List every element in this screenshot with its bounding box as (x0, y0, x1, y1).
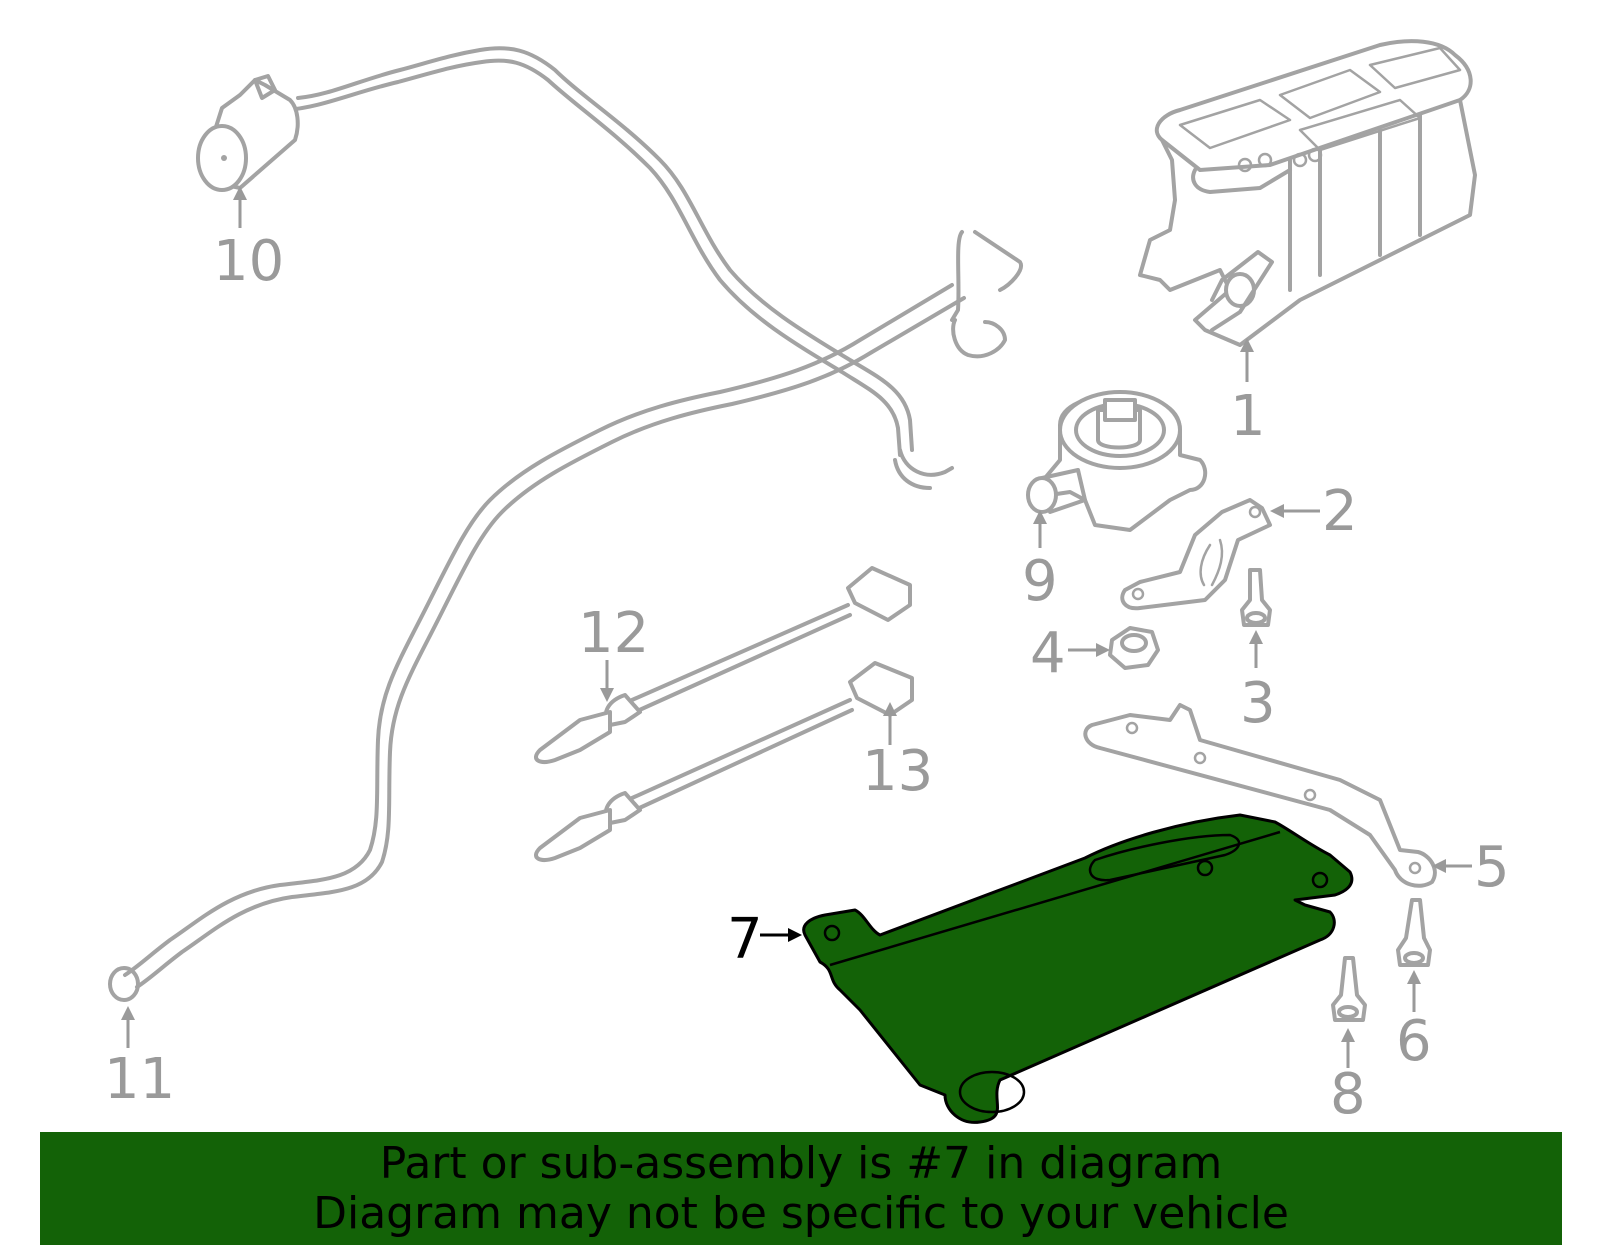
bolt-3 (1240, 568, 1272, 627)
heat-shield-7 (802, 813, 1354, 1124)
callout-12: 12 (578, 601, 649, 666)
banner-line-disclaimer: Diagram may not be specific to your vehi… (313, 1187, 1289, 1239)
callout-8: 8 (1330, 1062, 1366, 1127)
callout-2: 2 (1322, 479, 1358, 544)
callout-13: 13 (862, 739, 933, 804)
oxygen-sensor-13 (534, 661, 914, 862)
bracket-2 (1120, 498, 1272, 611)
callout-4: 4 (1030, 621, 1066, 686)
callout-11: 11 (104, 1047, 175, 1112)
info-banner: Part or sub-assembly is #7 in diagram Di… (40, 1132, 1562, 1245)
bolt-6 (1396, 898, 1432, 967)
callout-10: 10 (213, 229, 284, 294)
callout-9: 9 (1022, 549, 1058, 614)
bracket-5 (1083, 703, 1437, 888)
callout-7: 7 (727, 907, 763, 972)
oxygen-sensor-12 (534, 566, 912, 764)
callout-6: 6 (1396, 1009, 1432, 1074)
charcoal-canister-1 (1138, 39, 1477, 347)
nut-4 (1108, 626, 1160, 670)
purge-valve-10 (196, 74, 300, 192)
bolt-8 (1331, 956, 1367, 1022)
vapor-hose-long (108, 46, 1023, 1002)
callout-3: 3 (1240, 671, 1276, 736)
banner-line-part: Part or sub-assembly is #7 in diagram (379, 1137, 1223, 1189)
purge-valve-9 (1026, 390, 1208, 532)
leader-arrows (121, 186, 1472, 1068)
callout-5: 5 (1474, 835, 1510, 900)
callout-1: 1 (1230, 384, 1266, 449)
